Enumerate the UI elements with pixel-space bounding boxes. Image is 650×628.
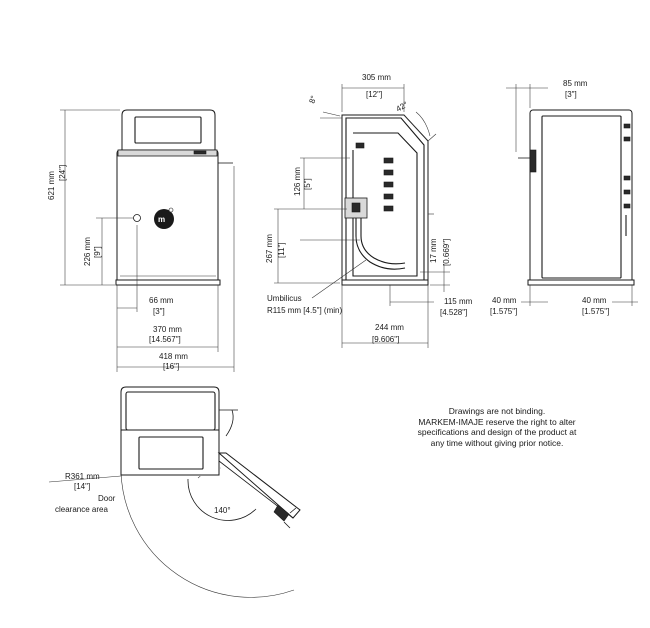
notice-line-3: specifications and design of the product… bbox=[417, 427, 577, 437]
dim-267-mm: 267 mm bbox=[265, 234, 274, 263]
door-clearance-label-line2: clearance area bbox=[55, 505, 108, 514]
dim-418-mm: 418 mm bbox=[159, 352, 188, 361]
front-view: m 621 mm [24"] 226 mm [9"] 66 mm [3"] 37… bbox=[47, 109, 235, 372]
notice-line-2: MARKEM-IMAJE reserve the right to alter bbox=[418, 416, 576, 427]
dim-40-mm-right: 40 mm bbox=[582, 296, 607, 305]
dim-14-in-top: [14"] bbox=[74, 482, 90, 491]
dim-12-in: [12"] bbox=[366, 90, 382, 99]
dim-3-in: [3"] bbox=[153, 307, 165, 316]
dim-4528-in: [4.528"] bbox=[440, 308, 467, 317]
dim-226-mm: 226 mm bbox=[83, 237, 92, 266]
dim-40-mm-left: 40 mm bbox=[492, 296, 517, 305]
notice-line-4: any time without giving prior notice. bbox=[430, 437, 564, 448]
dim-9606-in: [9.606"] bbox=[372, 335, 399, 344]
dim-85-mm: 85 mm bbox=[563, 79, 588, 88]
dim-370-mm: 370 mm bbox=[153, 325, 182, 334]
dim-11-in: [11"] bbox=[277, 242, 286, 258]
dim-244-mm: 244 mm bbox=[375, 323, 404, 332]
dim-5-in: [5"] bbox=[303, 178, 312, 190]
dim-115-mm: 115 mm bbox=[444, 297, 473, 306]
disclaimer-notice: Drawings are not binding. MARKEM-IMAJE r… bbox=[392, 406, 602, 448]
svg-text:m: m bbox=[158, 215, 165, 224]
dim-126-mm: 126 mm bbox=[293, 167, 302, 196]
notice-line-1: Drawings are not binding. bbox=[448, 406, 546, 416]
umbilicus-label: Umbilicus bbox=[267, 294, 302, 303]
dim-24-in: [24"] bbox=[58, 165, 67, 181]
back-view: 85 mm [3"] 40 mm [1.575"] 40 mm [1.575"] bbox=[490, 79, 638, 316]
dim-14567-in: [14.567"] bbox=[149, 335, 181, 344]
umbilicus-radius: R115 mm [4.5"] (min) bbox=[267, 306, 342, 315]
side-view: 305 mm [12"] 8° 42° 126 mm [5"] 267 mm [… bbox=[265, 73, 473, 348]
dim-angle-8: 8° bbox=[307, 94, 318, 104]
dim-3-in-back: [3"] bbox=[565, 90, 577, 99]
top-view: 140° R361 mm [14"] Door clearance area bbox=[48, 386, 301, 598]
door-clearance-label-line1: Door bbox=[98, 494, 116, 503]
dim-1575-in-left: [1.575"] bbox=[490, 307, 517, 316]
dim-305-mm: 305 mm bbox=[362, 73, 391, 82]
dim-17-mm: 17 mm bbox=[429, 238, 438, 263]
markem-imaje-logo-icon: m bbox=[154, 207, 174, 229]
dim-16-in: [16"] bbox=[163, 362, 179, 371]
dim-0669-in: [0.669"] bbox=[442, 239, 451, 266]
dim-angle-42: 42° bbox=[395, 100, 410, 114]
dim-621-mm: 621 mm bbox=[47, 171, 56, 200]
dim-66-mm: 66 mm bbox=[149, 296, 174, 305]
dim-angle-140: 140° bbox=[214, 506, 231, 515]
dim-r361-mm: R361 mm bbox=[65, 472, 100, 481]
dim-1575-in-right: [1.575"] bbox=[582, 307, 609, 316]
dim-9-in: [9"] bbox=[93, 246, 102, 258]
